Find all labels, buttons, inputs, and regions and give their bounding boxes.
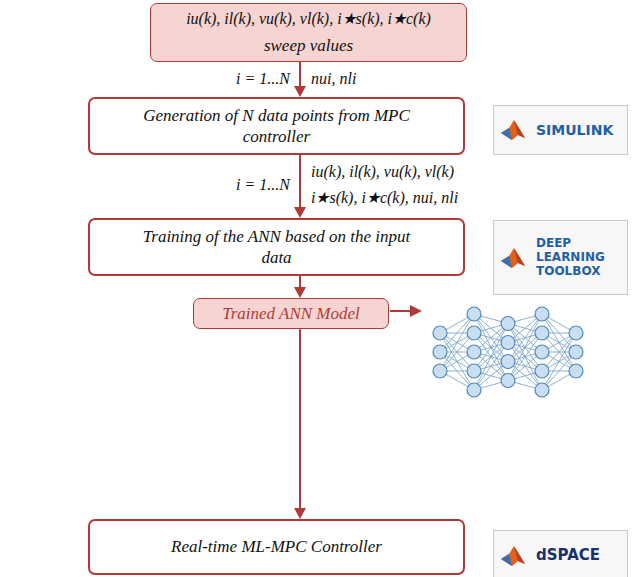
flow-arrow xyxy=(294,62,306,97)
arrow-line xyxy=(390,310,412,312)
matlab-icon xyxy=(500,118,526,142)
process-box: Real-time ML-MPC Controller xyxy=(88,519,465,575)
tool-logo: DEEP LEARNING TOOLBOX xyxy=(493,220,628,295)
flow-arrow xyxy=(294,276,306,298)
node-text: iu(k), il(k), vu(k), vl(k), i★s(k), i★c(… xyxy=(186,9,431,29)
input-sweep-box: iu(k), il(k), vu(k), vl(k), i★s(k), i★c(… xyxy=(150,3,467,62)
node-text: Training of the ANN based on the input d… xyxy=(127,226,427,269)
arrow-head xyxy=(410,305,422,317)
logo-text: SIMULINK xyxy=(536,122,613,138)
signal-label: i = 1...N xyxy=(234,70,292,88)
node-text: Trained ANN Model xyxy=(222,303,360,324)
logo-text: dSPACE xyxy=(536,547,600,564)
model-box: Trained ANN Model xyxy=(193,298,389,329)
tool-logo: dSPACE xyxy=(493,530,628,577)
signal-label: i★s(k), i★c(k), nui, nli xyxy=(309,188,460,207)
node-text: sweep values xyxy=(264,35,353,56)
flow-arrow xyxy=(294,155,306,218)
signal-label: iu(k), il(k), vu(k), vl(k) xyxy=(309,163,456,181)
logo-text: DEEP LEARNING TOOLBOX xyxy=(536,237,616,278)
node-text: Real-time ML-MPC Controller xyxy=(171,536,382,557)
network-graph xyxy=(433,307,583,397)
tool-logo: SIMULINK xyxy=(493,105,628,155)
flow-arrow xyxy=(294,329,306,519)
node-text: Generation of N data points from MPC con… xyxy=(127,105,427,148)
matlab-icon xyxy=(500,246,526,270)
process-box: Generation of N data points from MPC con… xyxy=(88,97,465,155)
process-box: Training of the ANN based on the input d… xyxy=(88,218,465,276)
matlab-icon xyxy=(500,544,526,568)
signal-label: nui, nli xyxy=(309,70,358,88)
signal-label: i = 1...N xyxy=(234,176,292,194)
